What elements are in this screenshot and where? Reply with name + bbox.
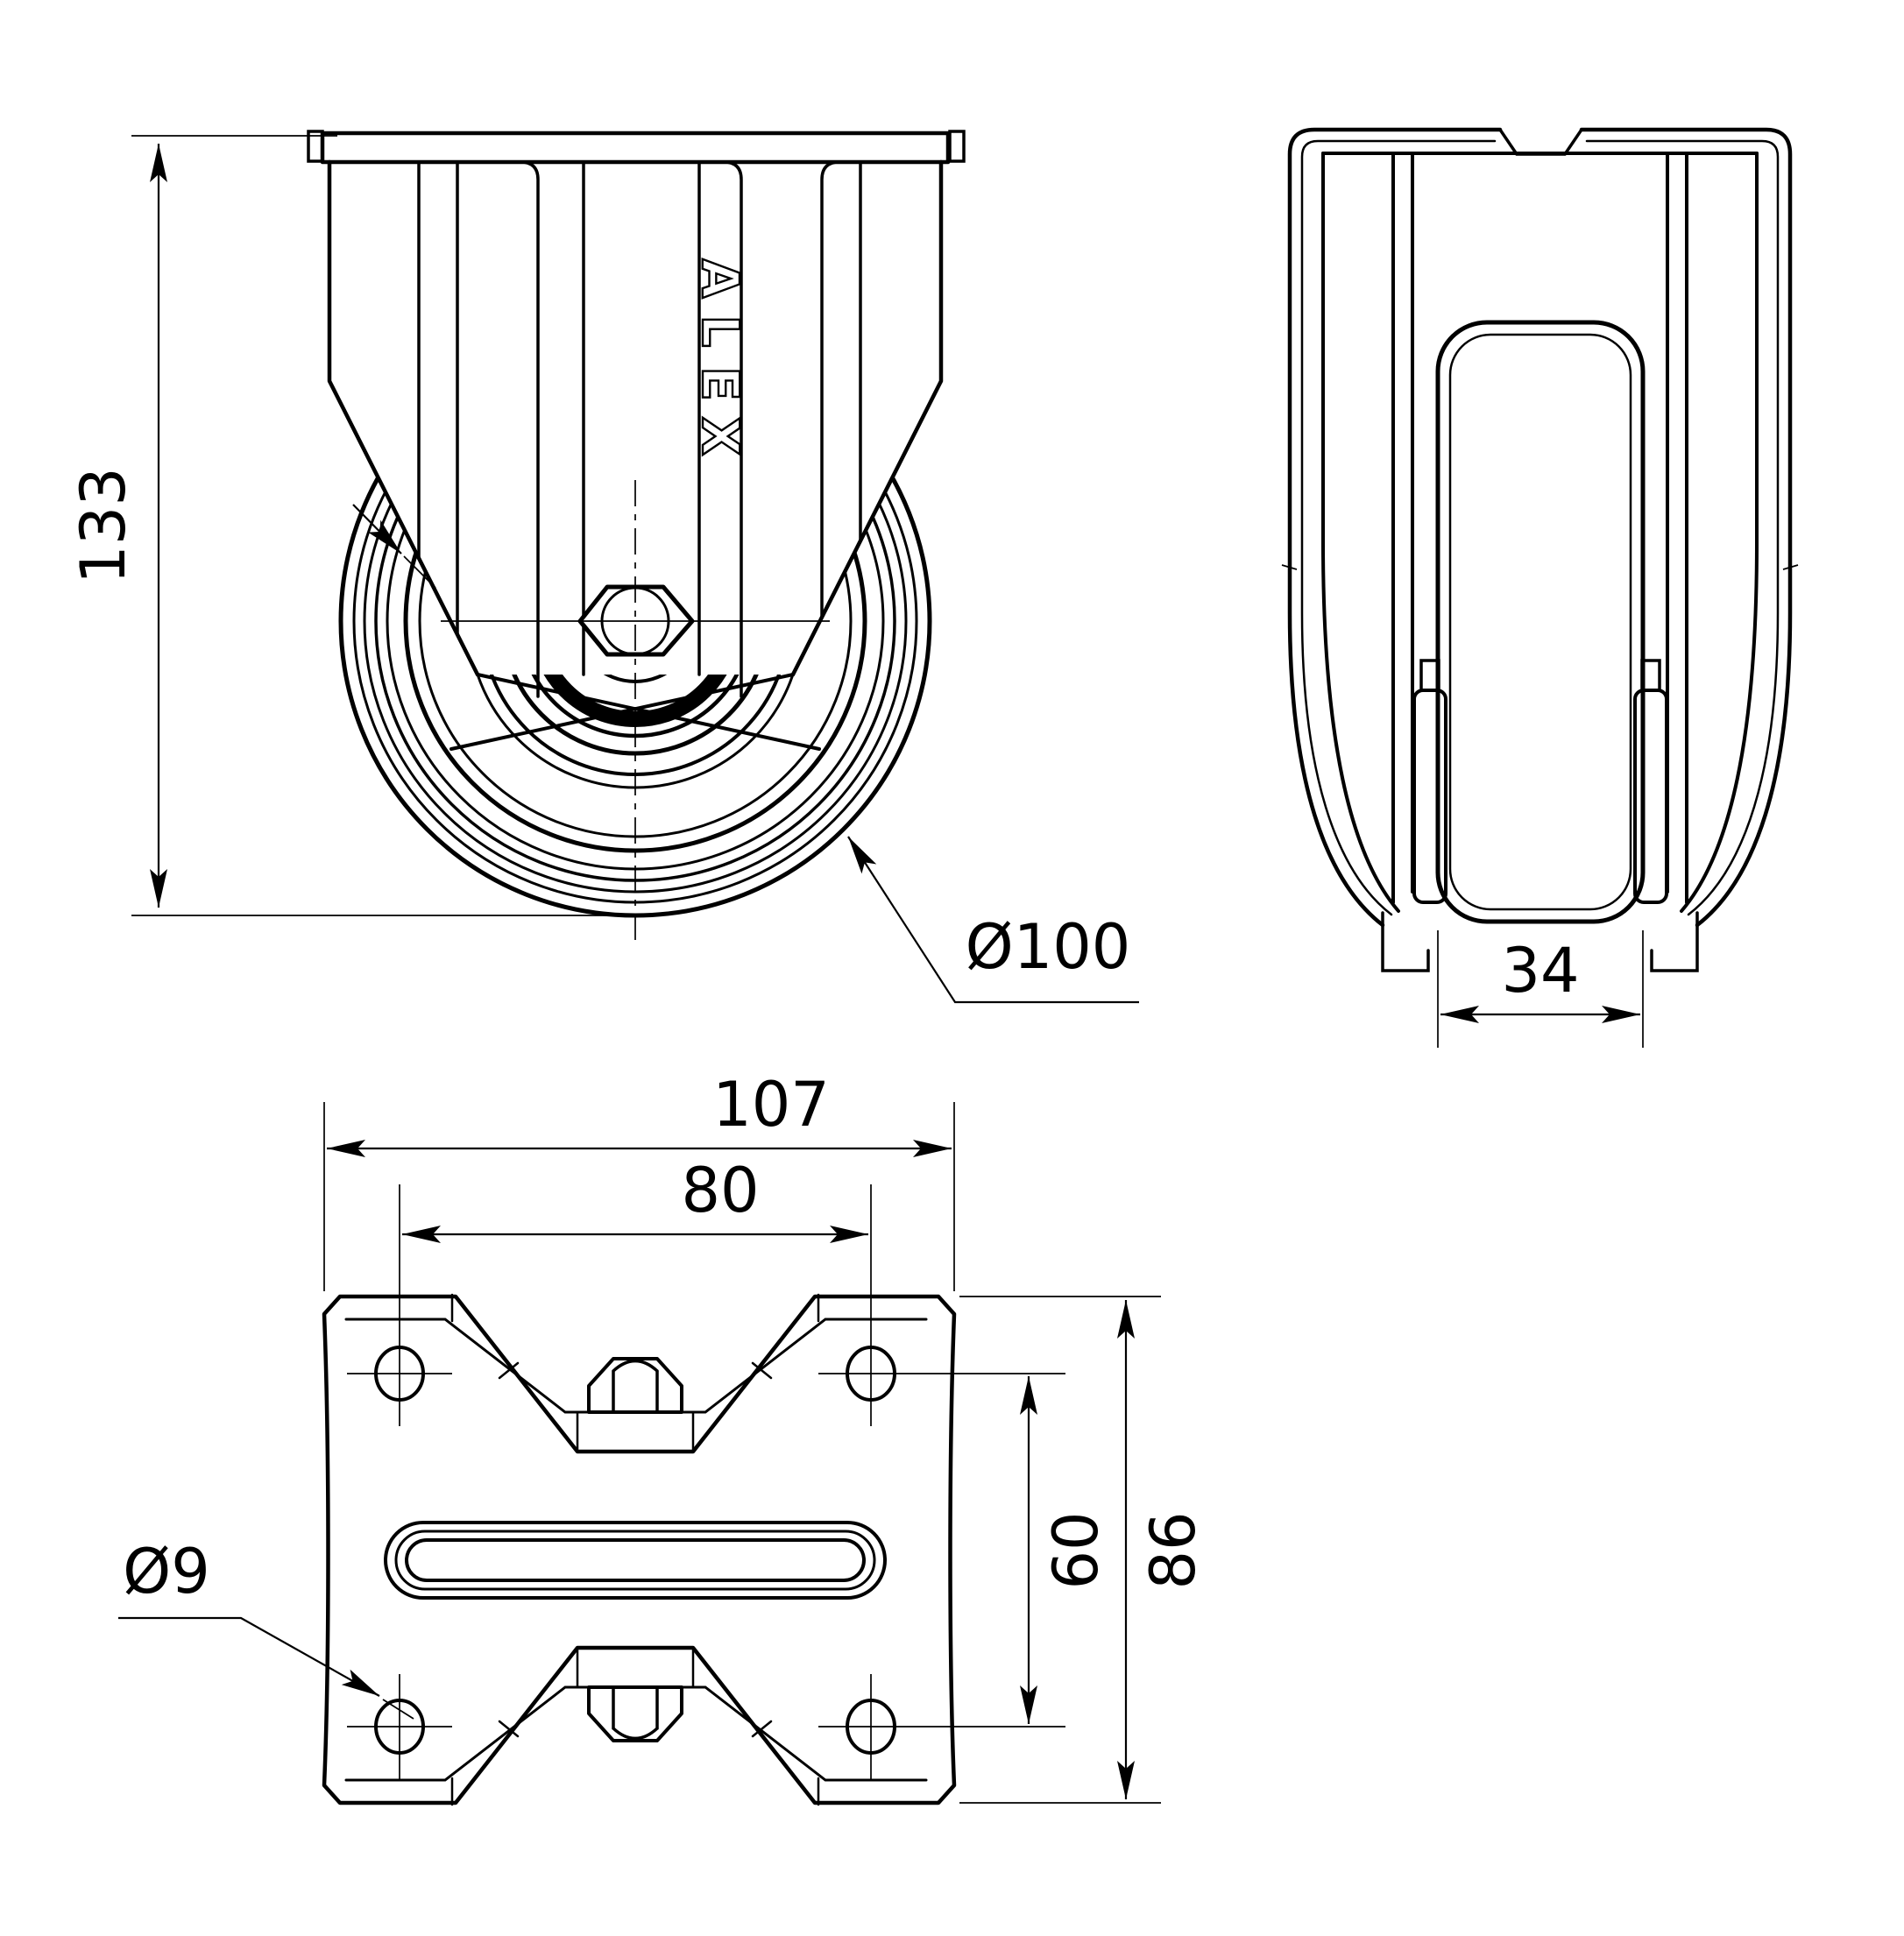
front-view: A L E X 133 Ø100: [67, 130, 1139, 1004]
edge-pointer-note: [352, 504, 436, 589]
bend-ticks: [450, 1293, 820, 1806]
pointer-tail: [403, 555, 436, 589]
top-notch: [1498, 128, 1583, 156]
dim-overall-height-label: 133: [67, 467, 139, 584]
logo-letter: E: [690, 366, 750, 401]
hex-bolt-bottom: [587, 1685, 683, 1742]
leg-edges-right: [1666, 152, 1688, 904]
logo-letter: X: [690, 417, 750, 456]
plate-view: 107 80 60 86 Ø9: [118, 1069, 1209, 1806]
bracket-wall-left: [1321, 152, 1400, 913]
dim-plate-depth-label: 86: [1137, 1511, 1209, 1589]
logo-letter: A: [690, 259, 750, 299]
center-slot: [384, 1521, 887, 1600]
hex-bolt-head: [587, 1685, 683, 1742]
leg-edges-left: [1391, 152, 1414, 904]
fork-leg-lower-edges: [449, 673, 821, 751]
logo-letter: L: [690, 315, 750, 348]
leader-line: [118, 1616, 380, 1697]
pointer-arrow: [352, 504, 402, 555]
dimension-hole-diameter: Ø9: [118, 1536, 414, 1720]
bracket-outer-right: [1579, 127, 1793, 928]
fork-fold-lines: [417, 160, 862, 698]
plate-bend-inner-top: [344, 1318, 928, 1414]
plate-bend-inner-bottom: [344, 1685, 928, 1782]
hole-crosshairs: [347, 1184, 1065, 1779]
dimension-plate-depth: 86: [959, 1296, 1209, 1804]
centerlines: [441, 480, 830, 948]
slot-outer: [384, 1521, 887, 1600]
fork-silhouette: [322, 133, 948, 675]
dim-hole-spacing-x-label: 80: [681, 1155, 759, 1226]
slot-inner: [405, 1538, 866, 1582]
dimension-hole-spacing-y: 60: [1020, 1376, 1112, 1724]
bolt-holes: [347, 1184, 1065, 1779]
hub-strip-right: [1633, 689, 1668, 904]
slot-middle: [394, 1530, 876, 1591]
hub-strip-tab-left: [1419, 659, 1440, 692]
bracket-outer-left: [1287, 127, 1503, 928]
brand-logo: A L E X: [690, 258, 751, 456]
bracket-inner-right: [1585, 139, 1780, 916]
leader-tail: [382, 1699, 414, 1720]
leader-line: [847, 836, 1139, 1004]
extension-lines: [1437, 930, 1644, 1048]
wheel-side-inner: [1448, 333, 1632, 911]
wheel-side-outline: [1435, 320, 1646, 924]
plate-outline: [322, 1294, 957, 1805]
dimension-hole-spacing-x: 80: [402, 1155, 868, 1243]
leg-foot-right: [1650, 911, 1699, 972]
dim-hole-spacing-y-label: 60: [1040, 1511, 1112, 1589]
fork-outline: [327, 159, 944, 677]
hex-bolt-head: [587, 1357, 683, 1414]
dim-plate-width-label: 107: [712, 1069, 830, 1141]
hub-strip-left: [1412, 689, 1447, 904]
extension-lines: [131, 135, 655, 916]
bracket-wall-right: [1680, 152, 1759, 913]
edge-step-ticks: [1281, 564, 1799, 570]
dim-hole-diameter-label: Ø9: [123, 1536, 210, 1607]
dimension-wheel-diameter: Ø100: [847, 836, 1139, 1004]
hub-strip-tab-right: [1640, 659, 1661, 692]
bracket-inner-left: [1300, 139, 1497, 916]
hex-bolt-facets: [612, 1359, 659, 1414]
dim-wheel-width-label: 34: [1501, 935, 1579, 1007]
dimension-plate-width: 107: [323, 1069, 955, 1291]
side-view: 34: [1281, 127, 1799, 1048]
leg-foot-left: [1381, 911, 1430, 972]
dimension-overall-height: 133: [67, 135, 655, 916]
extension-lines: [323, 1102, 955, 1291]
extension-lines: [959, 1296, 1161, 1804]
plate-end-tabs: [307, 130, 966, 163]
dim-wheel-diameter-label: Ø100: [966, 911, 1131, 983]
dimension-wheel-width: 34: [1437, 930, 1644, 1048]
hex-bolt-facets: [612, 1685, 659, 1741]
hex-bolt-top: [587, 1357, 683, 1414]
